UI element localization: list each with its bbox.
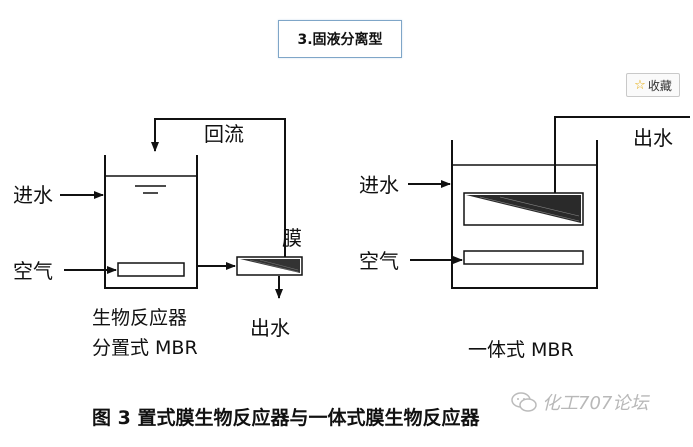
left-air-label: 空气 bbox=[13, 259, 53, 283]
left-inlet-label: 进水 bbox=[13, 183, 53, 207]
wechat-icon bbox=[511, 392, 537, 412]
left-outlet-label: 出水 bbox=[250, 316, 290, 340]
membrane-label: 膜 bbox=[282, 226, 302, 250]
reflux-line bbox=[151, 118, 286, 257]
right-inlet-label: 进水 bbox=[359, 173, 399, 197]
left-tank bbox=[104, 155, 198, 289]
left-caption-line2: 分置式 MBR bbox=[92, 337, 198, 359]
right-membrane bbox=[463, 192, 584, 226]
right-outlet-label: 出水 bbox=[633, 126, 673, 150]
favorite-button[interactable]: ☆ 收藏 bbox=[626, 73, 680, 97]
right-outlet-pipe bbox=[554, 116, 690, 193]
watermark: 化工707论坛 bbox=[510, 388, 680, 416]
star-icon: ☆ bbox=[634, 77, 646, 93]
right-caption: 一体式 MBR bbox=[468, 339, 574, 361]
watermark-text: 化工707论坛 bbox=[542, 393, 649, 414]
left-aerator bbox=[117, 262, 185, 277]
left-membrane bbox=[236, 256, 303, 276]
right-reactor bbox=[408, 116, 690, 289]
right-aerator bbox=[463, 250, 584, 265]
right-membrane-fill bbox=[466, 195, 581, 223]
favorite-label: 收藏 bbox=[647, 78, 672, 93]
left-reactor bbox=[60, 118, 303, 299]
section-title: 3.固液分离型 bbox=[278, 20, 402, 58]
right-tank bbox=[451, 140, 598, 289]
figure-caption: 图 3 置式膜生物反应器与一体式膜生物反应器 bbox=[92, 406, 480, 429]
reflux-label: 回流 bbox=[204, 122, 244, 146]
left-caption-line1: 生物反应器 bbox=[92, 307, 187, 329]
left-membrane-fill bbox=[240, 259, 300, 273]
right-air-label: 空气 bbox=[359, 249, 399, 273]
